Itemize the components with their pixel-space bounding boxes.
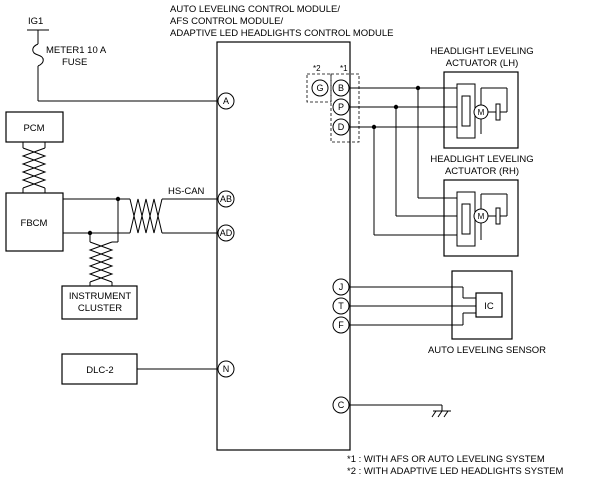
fbcm-label: FBCM: [21, 218, 48, 229]
dlc-2-label: DLC-2: [86, 365, 113, 376]
module-title-line2: AFS CONTROL MODULE/: [170, 16, 283, 27]
fuse-symbol: [32, 43, 44, 67]
pin-j-label: J: [339, 282, 344, 292]
instrument-cluster-box: [61, 285, 138, 320]
pcm-box: [5, 111, 64, 143]
hs-can-label: HS-CAN: [168, 186, 205, 197]
motor-lh-label: M: [478, 108, 485, 117]
pin-ad-label: AD: [220, 228, 233, 238]
pin-n: [217, 360, 235, 378]
pin-ab: [217, 190, 235, 208]
pin-f-label: F: [338, 320, 344, 330]
cluster-label-line2: CLUSTER: [78, 303, 122, 314]
fbcm-box: [5, 192, 64, 252]
auto-leveling-sensor-label: AUTO LEVELING SENSOR: [428, 345, 546, 356]
pin-c-label: C: [338, 400, 345, 410]
ic-label: IC: [484, 301, 494, 312]
pin-g: [311, 79, 329, 97]
marker-star1: *1: [340, 64, 348, 73]
actuator-wiring: [349, 85, 507, 236]
control-module-box: [216, 41, 351, 451]
ic-box: [475, 292, 503, 318]
module-title-line1: AUTO LEVELING CONTROL MODULE/: [170, 4, 340, 15]
footnote-2: *2 : WITH ADAPTIVE LED HEADLIGHTS SYSTEM: [347, 466, 564, 477]
pin-ad: [217, 224, 235, 242]
ground-symbol: [349, 404, 451, 418]
pin-a-label: A: [223, 96, 229, 106]
actuator-lh-title-line1: HEADLIGHT LEVELING: [430, 46, 533, 57]
actuator-lh-internals: M: [456, 83, 508, 139]
fuse-name-label: METER1 10 A: [46, 45, 107, 56]
cluster-twisted-pair: [88, 199, 119, 286]
pin-g-label: G: [316, 83, 323, 93]
motor-rh-label: M: [478, 212, 485, 221]
pin-n-label: N: [223, 364, 230, 374]
ig1-label: IG1: [28, 16, 43, 27]
pcm-label: PCM: [23, 123, 44, 134]
pin-ab-label: AB: [220, 194, 232, 204]
actuator-rh-title-line2: ACTUATOR (RH): [445, 166, 519, 177]
marker-star2: *2: [313, 64, 321, 73]
pcm-fbcm-twisted-pair: [21, 142, 47, 193]
sensor-wiring: [349, 286, 476, 326]
pin-a: [217, 92, 235, 110]
footnote-1: *1 : WITH AFS OR AUTO LEVELING SYSTEM: [347, 454, 545, 465]
hs-can-twisted-pair: [63, 196, 217, 236]
star1-dashed-frame: [330, 73, 360, 143]
pin-p-label: P: [338, 102, 344, 112]
actuator-lh-title-line2: ACTUATOR (LH): [446, 58, 518, 69]
actuator-rh-internals: M: [456, 191, 508, 247]
pin-b-label: B: [338, 83, 344, 93]
cluster-label-line1: INSTRUMENT: [69, 291, 131, 302]
fuse-word-label: FUSE: [62, 57, 87, 68]
pin-d-label: D: [338, 122, 345, 132]
module-title-line3: ADAPTIVE LED HEADLIGHTS CONTROL MODULE: [170, 28, 393, 39]
actuator-rh-title-line1: HEADLIGHT LEVELING: [430, 154, 533, 165]
pin-t-label: T: [338, 301, 344, 311]
